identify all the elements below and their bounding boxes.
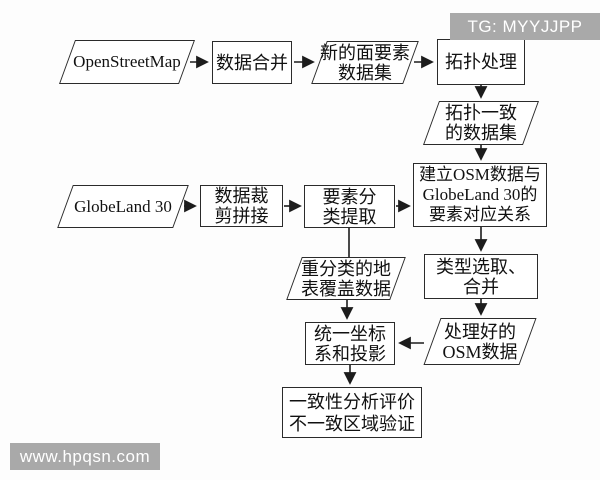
node-build-correspondence: 建立OSM数据与 GlobeLand 30的 要素对应关系	[413, 163, 547, 227]
watermark-top-text: TG: MYYJJPP	[467, 16, 583, 36]
watermark-top: TG: MYYJJPP	[450, 13, 600, 40]
node-unify-crs-projection: 统一坐标 系和投影	[305, 322, 395, 365]
node-label-line2: 剪拼接	[214, 206, 269, 226]
node-label: 拓扑处理	[445, 52, 517, 72]
watermark-bottom-text: www.hpqsn.com	[19, 446, 151, 466]
node-label-line2: 的数据集	[445, 123, 517, 143]
node-topology-consistent-dataset: 拓扑一致 的数据集	[422, 101, 540, 145]
node-label-line2: GlobeLand 30的	[422, 185, 538, 204]
node-openstreetmap: OpenStreetMap	[58, 40, 196, 84]
node-label-line1: 建立OSM数据与	[419, 165, 541, 184]
node-globeland30: GlobeLand 30	[56, 185, 190, 228]
watermark-bottom: www.hpqsn.com	[10, 443, 160, 470]
node-clip-mosaic: 数据裁 剪拼接	[200, 185, 283, 227]
node-label-line3: 要素对应关系	[429, 205, 531, 224]
node-label-line2: 合并	[463, 276, 499, 297]
node-feature-extraction: 要素分 类提取	[304, 185, 395, 228]
node-label-line1: 数据裁	[214, 186, 269, 206]
node-label: 数据合并	[216, 52, 288, 73]
node-label-line2: 表覆盖数据	[301, 278, 391, 299]
node-data-merge: 数据合并	[212, 41, 292, 84]
node-label-line2: 类提取	[322, 206, 377, 227]
node-label-line1: 拓扑一致	[445, 103, 517, 123]
node-label-line2: OSM数据	[442, 341, 518, 362]
node-new-polygon-dataset: 新的面要素 数据集	[310, 41, 420, 84]
node-processed-osm: 处理好的 OSM数据	[423, 318, 537, 365]
node-label-line2: 系和投影	[314, 343, 386, 364]
node-label-line1: 统一坐标	[314, 323, 386, 344]
node-label-line2: 数据集	[338, 62, 392, 83]
node-reclassified-landcover: 重分类的地 表覆盖数据	[285, 257, 407, 300]
node-label: OpenStreetMap	[73, 52, 181, 71]
node-label-line1: 新的面要素	[320, 42, 410, 63]
node-label-line1: 要素分	[322, 186, 377, 207]
node-label: GlobeLand 30	[74, 196, 172, 216]
node-consistency-analysis: 一致性分析评价 不一致区域验证	[282, 387, 422, 438]
node-topology-processing: 拓扑处理	[437, 39, 525, 85]
node-label-line1: 一致性分析评价	[289, 391, 415, 412]
node-label-line2: 不一致区域验证	[289, 413, 415, 434]
node-label-line1: 重分类的地	[301, 258, 391, 279]
node-label-line1: 类型选取、	[436, 256, 526, 277]
node-label-line1: 处理好的	[444, 321, 516, 342]
node-type-selection-merge: 类型选取、 合并	[424, 254, 538, 299]
